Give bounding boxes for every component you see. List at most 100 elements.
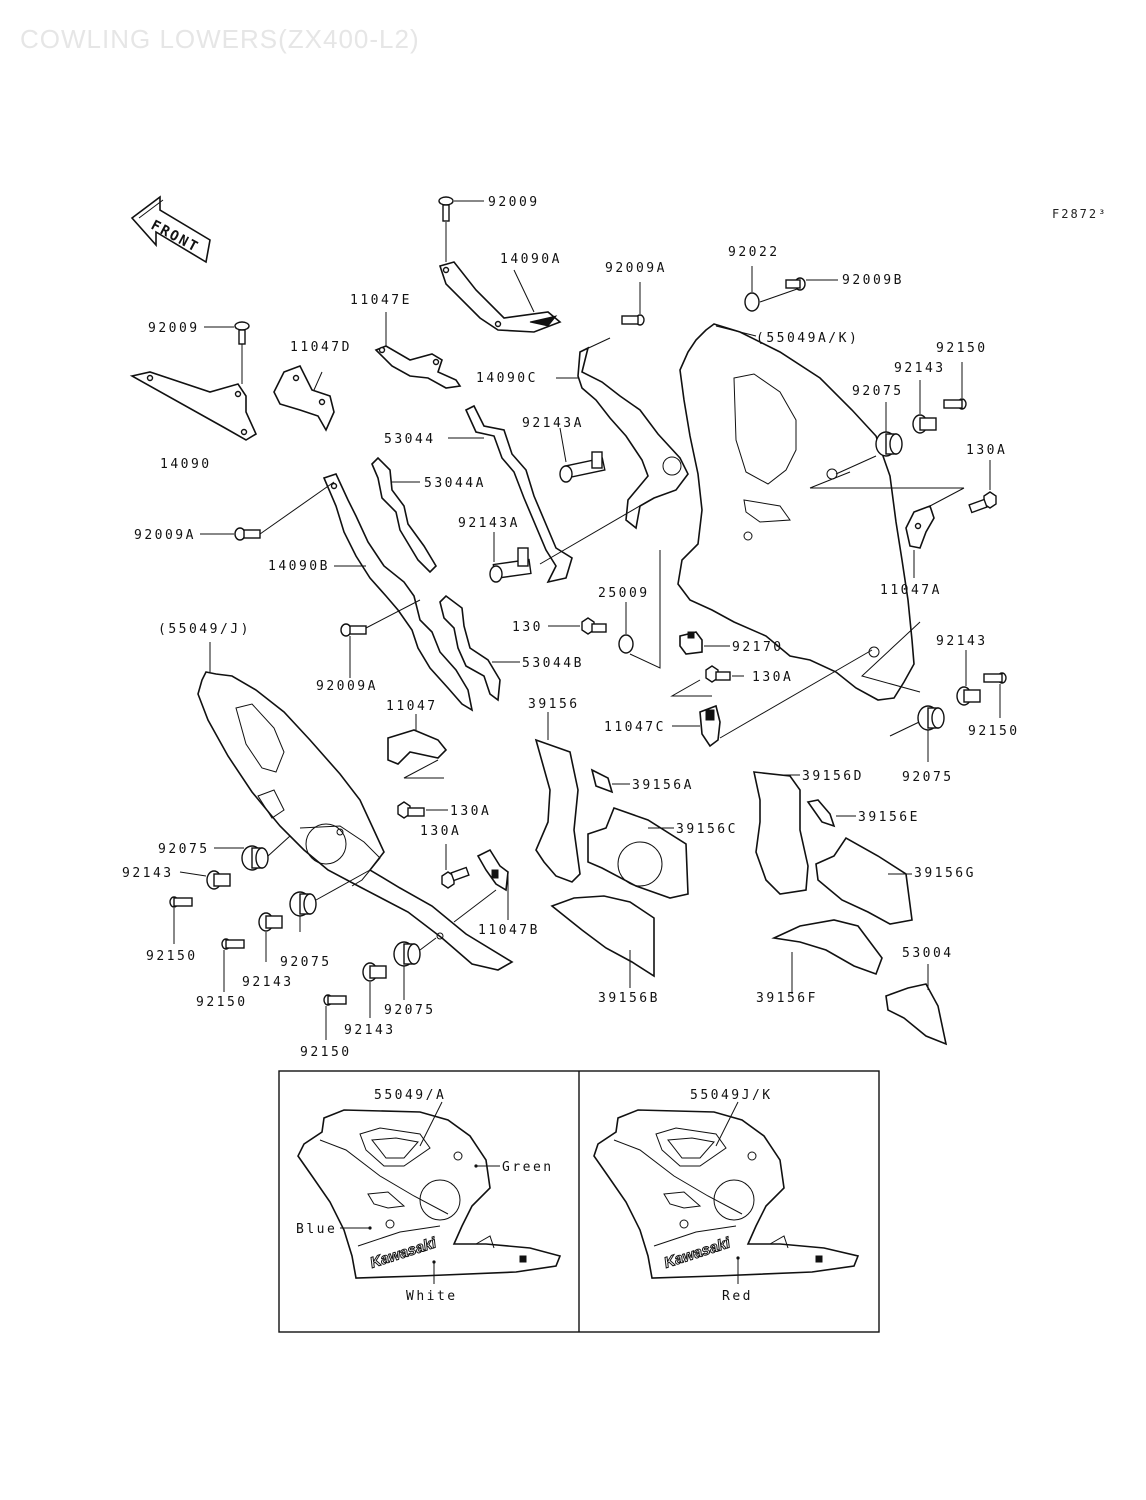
label-92009-left: 92009 [148, 321, 200, 336]
label-11047: 11047 [386, 699, 438, 714]
bolt-92009A-top [621, 282, 645, 326]
legend-right-fairing: Kawasaki 55049J/K Red [593, 1088, 860, 1304]
label-39156F: 39156F [756, 991, 818, 1006]
nut-92170 [679, 631, 730, 655]
grommet-set-left-3 [323, 937, 437, 1040]
part-39156B-shield [550, 895, 655, 988]
label-92143A-top: 92143A [522, 416, 584, 431]
part-39156G-shield [815, 836, 913, 925]
label-92075-r1: 92075 [852, 384, 904, 399]
label-14090: 14090 [160, 457, 212, 472]
label-92009-top: 92009 [488, 195, 540, 210]
label-130: 130 [512, 620, 543, 635]
legend-right-part: 55049J/K [690, 1088, 773, 1103]
legend-left-fairing: Kawasaki 55049/A Green Blue White [296, 1088, 562, 1304]
label-92143-r2: 92143 [936, 634, 988, 649]
label-39156E: 39156E [858, 810, 920, 825]
part-53004-shield [885, 964, 948, 1046]
part-39156-shield [534, 712, 581, 883]
grommet-set-left-1 [169, 835, 291, 944]
part-39156D-shield [752, 771, 809, 895]
label-92075-l3: 92075 [384, 1003, 436, 1018]
label-53044A: 53044A [424, 476, 486, 491]
bolt-92009B [785, 277, 838, 291]
part-11047B-bracket [453, 848, 509, 923]
part-11047E-bracket [374, 312, 462, 389]
label-39156A: 39156A [632, 778, 694, 793]
label-92150-l2: 92150 [196, 995, 248, 1010]
label-53044: 53044 [384, 432, 436, 447]
front-arrow-icon: FRONT [130, 195, 211, 264]
label-39156D: 39156D [802, 769, 864, 784]
label-92075-r2: 92075 [902, 770, 954, 785]
color-legend-box: Kawasaki 55049/A Green Blue White [278, 1070, 880, 1333]
bolt-92009-left [204, 321, 250, 384]
grommet-set-lower-right [917, 650, 1007, 762]
part-14090B-bracket [322, 473, 474, 712]
label-92150-r2: 92150 [968, 724, 1020, 739]
part-14090C-bracket [556, 337, 689, 530]
label-14090C: 14090C [476, 371, 538, 386]
label-14090B: 14090B [268, 559, 330, 574]
bolt-130 [548, 617, 607, 635]
bolt-92009A-left [200, 481, 335, 541]
part-14090-bracket [129, 371, 258, 441]
grommet-set-left-2 [221, 869, 371, 992]
legend-color-red: Red [722, 1289, 753, 1304]
label-130A-mid: 130A [752, 670, 793, 685]
label-39156G: 39156G [914, 866, 976, 881]
part-39156F-shield [771, 919, 883, 994]
drawing-code: F2872³ [1052, 207, 1108, 221]
label-92143A-mid: 92143A [458, 516, 520, 531]
washer-92022 [744, 266, 801, 312]
part-53044A-strip [371, 456, 438, 574]
label-11047A: 11047A [880, 583, 942, 598]
label-92143-r1: 92143 [894, 361, 946, 376]
label-11047B: 11047B [478, 923, 540, 938]
label-39156B: 39156B [598, 991, 660, 1006]
part-53044-rod [448, 404, 573, 584]
bolt-130A-left-1 [397, 801, 448, 819]
label-130A-r1: 130A [966, 443, 1007, 458]
part-39156A-shield [590, 768, 630, 794]
legend-color-white: White [406, 1289, 458, 1304]
label-92022: 92022 [728, 245, 780, 260]
label-92170: 92170 [732, 640, 784, 655]
label-130A-l2: 130A [420, 824, 461, 839]
label-92143-l1: 92143 [122, 866, 174, 881]
bolt-130A-mid [670, 665, 744, 697]
label-92150-l3: 92150 [300, 1045, 352, 1060]
part-39156E-shield [806, 799, 856, 828]
label-92143-l3: 92143 [344, 1023, 396, 1038]
bolt-130A-upper-right [809, 460, 997, 514]
bolt-92009-top [438, 196, 484, 262]
label-92009A-top: 92009A [605, 261, 667, 276]
label-92150-l1: 92150 [146, 949, 198, 964]
part-11047D-bracket [273, 364, 335, 432]
label-25009: 25009 [598, 586, 650, 601]
label-14090A: 14090A [500, 252, 562, 267]
label-130A-l1: 130A [450, 804, 491, 819]
legend-left-part: 55049/A [374, 1088, 446, 1103]
label-39156: 39156 [528, 697, 580, 712]
legend-color-green: Green [502, 1160, 554, 1175]
legend-color-blue: Blue [296, 1222, 337, 1237]
part-39156C-shield [587, 806, 689, 899]
part-53044B-strip [439, 594, 520, 702]
bolt-92009A-low [340, 599, 421, 678]
label-53004: 53004 [902, 946, 954, 961]
label-92009B: 92009B [842, 273, 904, 288]
label-39156C: 39156C [676, 822, 738, 837]
collar-92143A-mid [489, 499, 651, 583]
part-55049J-fairing [197, 642, 514, 971]
washer-25009 [618, 602, 634, 654]
label-11047E: 11047E [350, 293, 412, 308]
part-11047A-bracket [905, 504, 935, 578]
part-11047-bracket [387, 714, 448, 779]
label-55049AK: (55049A/K) [756, 331, 859, 346]
label-55049J: (55049/J) [158, 622, 251, 637]
label-92075-l2: 92075 [280, 955, 332, 970]
label-92009A-left: 92009A [134, 528, 196, 543]
label-53044B: 53044B [522, 656, 584, 671]
